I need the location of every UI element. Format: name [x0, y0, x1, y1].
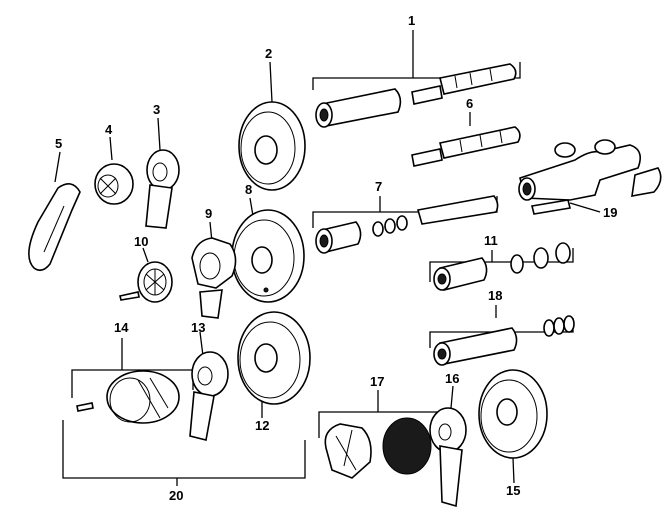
callout-16: 16 [445, 371, 459, 386]
callout-10: 10 [134, 234, 148, 249]
callout-18: 18 [488, 288, 502, 303]
part-5-lever [28, 183, 81, 272]
callout-13: 13 [191, 320, 205, 335]
part-1-cartridge [315, 63, 517, 128]
callout-12: 12 [255, 418, 269, 433]
callout-9: 9 [205, 206, 212, 221]
part-16-lever-handle [429, 407, 467, 508]
callout-20: 20 [169, 488, 183, 503]
part-9-adapter [191, 237, 237, 319]
part-14-knob [76, 370, 180, 424]
part-15-escutcheon [478, 369, 548, 459]
callout-11: 11 [484, 233, 498, 248]
part-10-knob [119, 261, 173, 303]
callout-14: 14 [114, 320, 129, 335]
part-4-handle-hub [94, 163, 134, 205]
part-6-stem [411, 126, 521, 167]
callout-numbers: 1 2 3 4 5 6 7 8 9 10 11 12 13 14 15 16 1… [55, 13, 617, 503]
callout-6: 6 [466, 96, 473, 111]
callout-8: 8 [245, 182, 252, 197]
callout-7: 7 [375, 179, 382, 194]
part-11-cartridge [433, 242, 571, 291]
callout-lines [54, 30, 601, 486]
callout-19: 19 [603, 205, 617, 220]
callout-3: 3 [153, 102, 160, 117]
callout-17: 17 [370, 374, 384, 389]
part-17-cross-handle [324, 417, 432, 479]
callout-15: 15 [506, 483, 520, 498]
part-2-escutcheon [238, 101, 306, 191]
part-19-valve-body [518, 139, 662, 215]
callout-2: 2 [265, 46, 272, 61]
part-3-lever-handle [145, 149, 180, 229]
part-18-cartridge [433, 315, 575, 366]
callout-4: 4 [105, 122, 113, 137]
part-8-escutcheon [231, 209, 305, 303]
callout-5: 5 [55, 136, 62, 151]
part-12-escutcheon [237, 311, 311, 405]
part-13-lever-handle [189, 351, 229, 441]
part-7-cartridge [315, 195, 499, 254]
callout-1: 1 [408, 13, 415, 28]
